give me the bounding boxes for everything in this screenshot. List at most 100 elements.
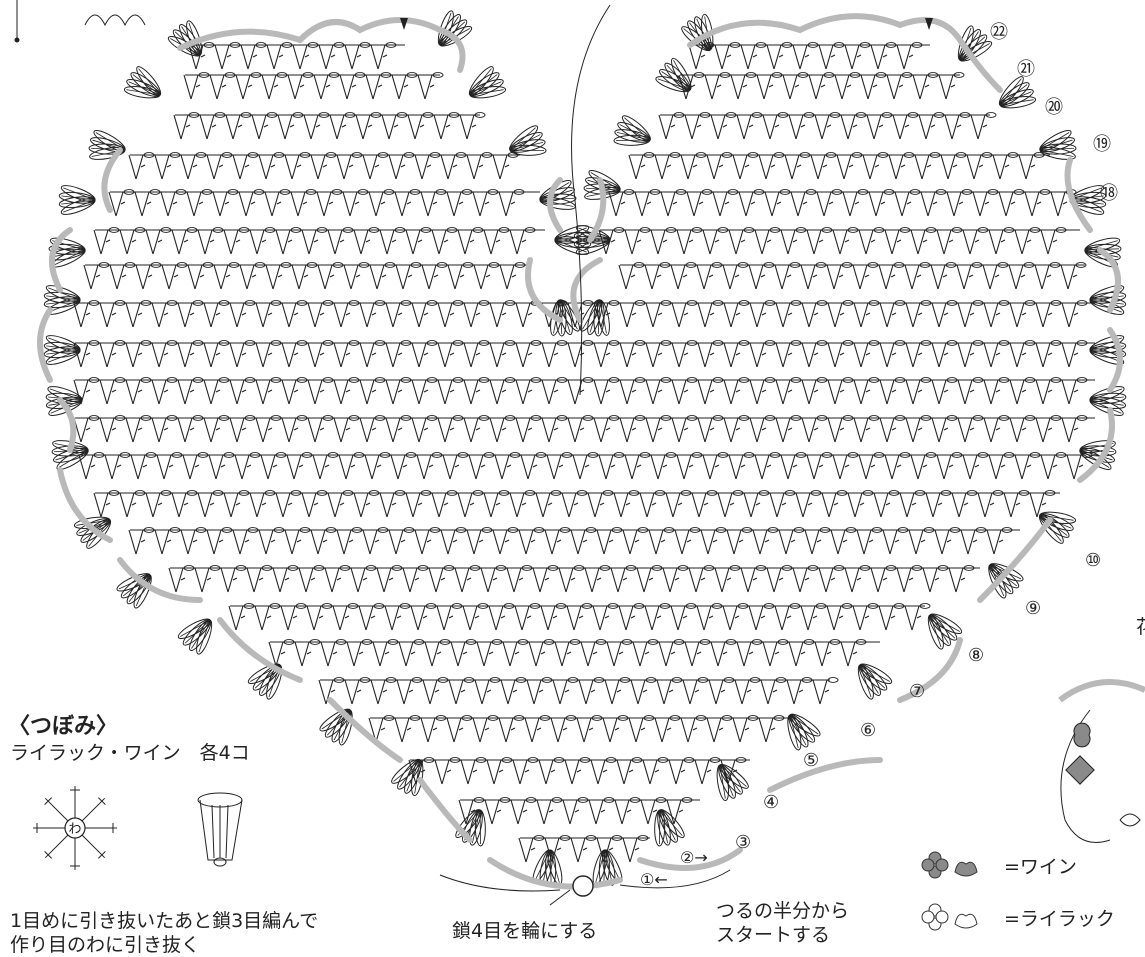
fan-cluster-18	[592, 849, 623, 887]
stitch-row-3	[658, 112, 997, 140]
stitch-row-22	[518, 835, 650, 863]
fan-cluster-4	[58, 185, 96, 215]
colour-guide-line-3	[37, 147, 123, 453]
fan-cluster-12	[177, 618, 213, 655]
bud-starburst-diagram: わ	[33, 786, 117, 870]
stitch-row-5	[608, 189, 1077, 217]
stitch-row-7	[83, 262, 530, 290]
fan-cluster-23	[927, 613, 963, 650]
row-number-20: ⑳	[1045, 97, 1063, 118]
fan-cluster-3	[88, 130, 126, 160]
stitch-row-4	[128, 152, 520, 180]
row-number-10: ⑩	[1085, 550, 1102, 571]
row-1-arrow: ①←	[640, 870, 668, 889]
wine-flower-icon	[921, 851, 978, 879]
fan-cluster-25	[1038, 511, 1077, 544]
stitch-row-18	[318, 677, 839, 705]
bud-title: 〈つぼみ〉	[8, 714, 119, 739]
stitch-row-16	[228, 603, 931, 631]
legend-lilac: =ライラック	[920, 902, 1115, 932]
fan-cluster-44	[613, 115, 651, 146]
bud-chart-fragment-dot	[14, 37, 20, 43]
stitch-row-7	[618, 262, 1087, 290]
stitch-row-1	[188, 42, 405, 70]
fan-cluster-20	[716, 763, 749, 802]
stitch-row-13	[93, 490, 1060, 518]
stitch-row-2	[678, 72, 965, 100]
fan-cluster-33	[998, 76, 1037, 109]
fan-cluster-13	[247, 663, 283, 700]
lilac-flower-icon	[921, 903, 978, 931]
stitch-row-15	[168, 565, 980, 593]
fan-cluster-19	[654, 809, 685, 847]
stitch-row-4	[628, 152, 1050, 180]
fan-cluster-27	[1089, 386, 1127, 416]
arrow-left-curve	[439, 874, 561, 892]
stitch-row-5	[108, 189, 540, 217]
arrow-right-curve	[619, 869, 731, 889]
row-number-21: ㉑	[1017, 59, 1035, 80]
bud-note-line-2: 作り目のわに引き抜く	[10, 934, 201, 956]
fan-cluster-41	[580, 299, 610, 337]
ring-pointer	[549, 889, 571, 906]
colour-guide-line-8	[525, 177, 607, 323]
start-note-line-2: スタートする	[716, 924, 831, 946]
fan-cluster-29	[1089, 285, 1127, 315]
stitch-row-14	[128, 527, 1020, 555]
bud-cup-diagram	[197, 792, 243, 867]
colour-guide-line-5	[327, 697, 623, 890]
bud-note-line-1: 1目めに引き抜いたあと鎖3目編んで	[10, 910, 319, 932]
bud-center-symbol: わ	[68, 822, 81, 837]
fan-cluster-6	[43, 285, 81, 315]
colour-guide-line-7	[1064, 157, 1123, 483]
stitch-row-20	[408, 757, 750, 785]
fan-cluster-11	[116, 573, 152, 609]
row-number-7: ⑦	[909, 681, 926, 702]
stitch-row-17	[268, 639, 880, 667]
stitch-row-9	[73, 340, 1095, 368]
row-number-19: ⑲	[1093, 134, 1111, 155]
stitch-row-8	[73, 300, 1095, 328]
bud-chart-fragment-arcs	[84, 14, 146, 27]
bud-subtitle: ライラック・ワイン 各4コ	[10, 742, 250, 764]
colour-guide-line-1	[177, 17, 466, 73]
stitch-row-2	[183, 72, 444, 100]
fan-cluster-37	[509, 125, 547, 156]
stitch-row-11	[73, 415, 1095, 443]
legend-wine-label: =ワイン	[1004, 855, 1077, 878]
row-number-22: ㉒	[990, 22, 1008, 43]
foundation-ring	[572, 875, 594, 897]
fan-cluster-2	[123, 66, 162, 99]
right-edge-char: 花	[1136, 612, 1145, 639]
colour-guide-line-4	[57, 467, 303, 683]
stitch-row-6	[93, 227, 545, 255]
start-marker-left	[400, 18, 408, 30]
stitch-row-10	[73, 377, 1095, 405]
start-note-chain-ring: 鎖4目を輪にする	[452, 920, 598, 942]
row-number-3: ③	[735, 832, 752, 853]
stitch-row-3	[173, 112, 486, 140]
row-2-arrow: ②→	[680, 848, 708, 867]
flower-motif-fragment	[1058, 679, 1145, 843]
fan-cluster-8	[45, 386, 83, 416]
row-number-9: ⑨	[1025, 598, 1042, 619]
start-marker-right	[925, 18, 933, 30]
stitch-row-1	[688, 42, 930, 70]
fan-cluster-21	[787, 713, 821, 751]
row-number-5: ⑤	[803, 750, 820, 771]
fan-cluster-36	[468, 66, 507, 99]
legend-lilac-label: =ライラック	[1004, 907, 1115, 930]
row-number-4: ④	[763, 792, 780, 813]
stitch-row-19	[368, 715, 790, 743]
row-number-8: ⑧	[968, 645, 985, 666]
row-number-18: ⑱	[1100, 183, 1118, 204]
fan-cluster-22	[857, 663, 893, 700]
stitch-row-12	[78, 452, 1093, 480]
fan-cluster-7	[43, 335, 81, 365]
fan-cluster-32	[1039, 130, 1077, 160]
stitch-row-6	[598, 227, 1080, 255]
colour-guide-line-2	[687, 13, 1003, 93]
fan-cluster-45	[655, 57, 692, 93]
